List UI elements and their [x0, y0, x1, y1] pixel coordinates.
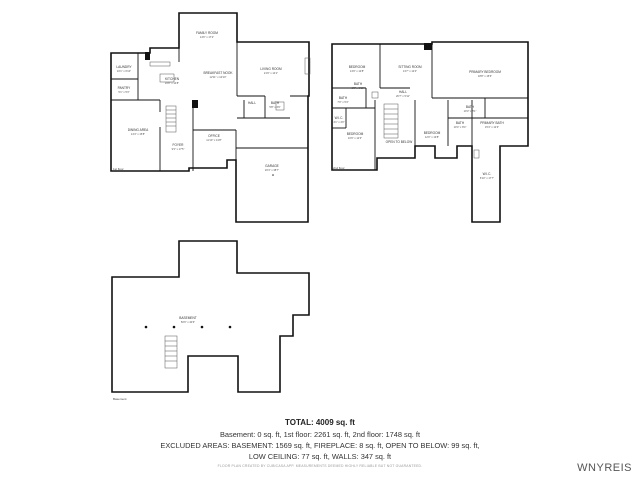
- first-floor-outline: [110, 12, 310, 223]
- room-label-bath-2a: BATH: [339, 96, 348, 100]
- room-dim-bath-2a: 7'0" x 5'4": [337, 100, 348, 104]
- floor-tag-second: 2nd floor: [333, 166, 345, 170]
- room-label-bath-2d: BATH: [466, 105, 475, 109]
- basement-labels: BASEMENT 50'6" x 40'6" Basement: [113, 316, 197, 401]
- room-dim-dining-area: 14'4" x 15'8": [131, 132, 145, 136]
- room-dim-bedroom-sw: 10'9" x 12'3": [348, 136, 362, 140]
- first-floor-chimney: [192, 100, 198, 108]
- first-floor-column: [145, 52, 150, 60]
- basement-plan: [111, 240, 310, 393]
- room-dim-breakfast-nook: 12'11" x 10'10": [210, 75, 227, 79]
- room-dim-pantry: 5'1" x 5'3": [118, 90, 129, 94]
- room-dim-basement: 50'6" x 40'6": [181, 320, 195, 324]
- room-dim-bath-2b: 5'3" x 8'10": [352, 86, 365, 90]
- room-label-kitchen: KITCHEN: [165, 77, 180, 81]
- room-label-basement: BASEMENT: [179, 316, 197, 320]
- room-label-family-room: FAMILY ROOM: [196, 31, 218, 35]
- second-floor-fixtures: [371, 91, 480, 159]
- room-dim-primary-bedroom: 18'8" x 15'6": [478, 74, 492, 78]
- room-label-bath-2b: BATH: [354, 82, 363, 86]
- room-dim-family-room: 14'6" x 17'2": [200, 35, 214, 39]
- room-label-bedroom-s: BEDROOM: [424, 131, 441, 135]
- room-label-sitting-room: SITTING ROOM: [398, 65, 422, 69]
- room-label-bedroom-sw: BEDROOM: [347, 132, 364, 136]
- room-dim-sitting-room: 13'7" x 12'4": [403, 69, 417, 73]
- second-floor-interior-walls: [332, 44, 528, 170]
- room-label-bath-1: BATH: [271, 101, 280, 105]
- second-floor-outline: [331, 41, 529, 223]
- room-dim-bath-2d: 10'3" x 8'1": [464, 109, 477, 113]
- room-dim-hall-2: 26'7" x 5'11": [396, 94, 410, 98]
- room-label-wic-2a: W.I.C.: [335, 116, 344, 120]
- first-floor-interior-walls: [111, 42, 309, 171]
- floor-tag-basement: Basement: [113, 397, 127, 401]
- room-label-primary-bath: PRIMARY BATH: [480, 121, 504, 125]
- room-label-laundry: LAUNDRY: [116, 65, 132, 69]
- first-floor-fixtures: [149, 57, 311, 133]
- room-dim-office: 11'10" x 13'8": [206, 138, 222, 142]
- room-dim-foyer: 9'3" x 17'5": [172, 147, 185, 151]
- second-floor-plan: [331, 41, 529, 223]
- room-dim-garage: 20'4" x 38'7": [265, 168, 279, 172]
- room-label-open-below: OPEN TO BELOW: [386, 140, 413, 144]
- room-label-pantry: PANTRY: [118, 86, 132, 90]
- floor-tag-first: 1st floor: [113, 167, 124, 171]
- room-label-foyer: FOYER: [173, 143, 185, 147]
- room-dim-wic-2a: 4'1" x 4'0": [333, 120, 344, 124]
- room-dim-bath-2c: 10'4" x 8'4": [454, 125, 467, 129]
- room-label-garage: GARAGE: [265, 164, 279, 168]
- room-label-primary-bedroom: PRIMARY BEDROOM: [469, 70, 501, 74]
- first-floor-labels: FAMILY ROOM 14'6" x 17'2" LAUNDRY 10'1" …: [113, 31, 282, 172]
- floor-plan-diagram: FAMILY ROOM 14'6" x 17'2" LAUNDRY 10'1" …: [110, 12, 529, 401]
- basement-posts: [144, 325, 232, 329]
- room-dim-laundry: 10'1" x 6'10": [117, 69, 131, 73]
- disclaimer-text: FLOOR PLAN CREATED BY CUBICASA APP. MEAS…: [217, 464, 423, 468]
- room-label-breakfast-nook: BREAKFAST NOOK: [204, 71, 234, 75]
- room-dim-wic-2b: 6'10" x 17'7": [480, 176, 494, 180]
- brand-watermark: WNYREIS: [577, 462, 632, 474]
- basement-outline: [111, 240, 310, 393]
- basement-stairs: [164, 335, 178, 369]
- room-label-office: OFFICE: [208, 134, 220, 138]
- room-label-hall-1: HALL: [248, 101, 256, 105]
- second-floor-labels: BEDROOM 14'9" x 12'8" SITTING ROOM 13'7"…: [333, 65, 504, 180]
- room-label-bath-2c: BATH: [456, 121, 465, 125]
- room-dim-bath-1: 5'8" x 4'9": [269, 105, 280, 109]
- total-area: TOTAL: 4009 sq. ft: [285, 418, 355, 427]
- first-floor-plan: [110, 12, 311, 223]
- room-dim-bedroom-nw: 14'9" x 12'8": [350, 69, 364, 73]
- room-label-hall-2: HALL: [399, 90, 407, 94]
- room-dim-bedroom-s: 12'0" x 13'8": [425, 135, 439, 139]
- room-label-bedroom-nw: BEDROOM: [349, 65, 366, 69]
- room-label-wic-2b: W.I.C.: [483, 172, 492, 176]
- room-dim-living-room: 21'9" x 14'1": [264, 71, 278, 75]
- room-dim-kitchen: 16'8" x 14'8": [165, 81, 179, 85]
- room-dim-primary-bath: 15'4" x 12'3": [485, 125, 499, 129]
- room-label-dining-area: DINING AREA: [128, 128, 149, 132]
- floor-area-breakdown: Basement: 0 sq. ft, 1st floor: 2261 sq. …: [219, 430, 421, 439]
- excluded-areas-line: EXCLUDED AREAS: BASEMENT: 1569 sq. ft, F…: [160, 441, 480, 450]
- excluded-areas-line-2: LOW CEILING: 77 sq. ft, WALLS: 347 sq. f…: [248, 452, 392, 461]
- second-floor-column: [424, 43, 432, 50]
- room-label-living-room: LIVING ROOM: [260, 67, 282, 71]
